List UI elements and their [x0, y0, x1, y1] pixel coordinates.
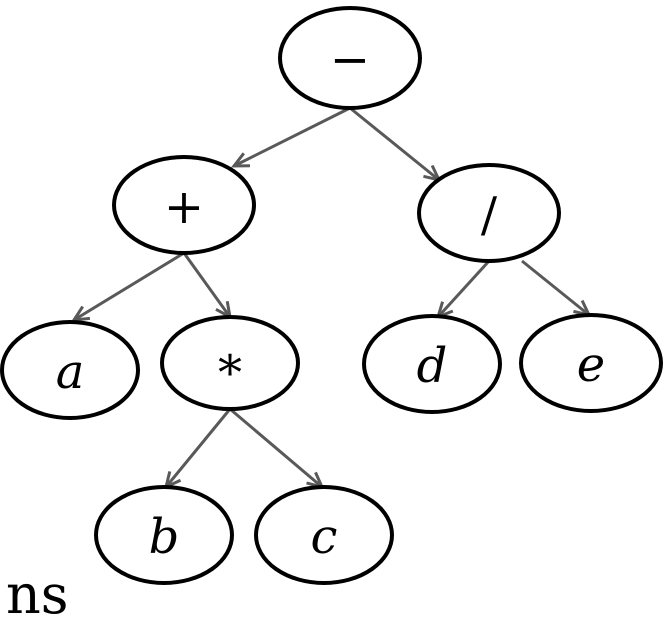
node-ellipse	[417, 163, 561, 263]
edge-minus-plus	[230, 106, 351, 168]
tree-node-c: c	[254, 485, 394, 585]
nodes-layer: − + / a * d e b c	[0, 6, 663, 585]
edge-line	[233, 106, 351, 168]
node-ellipse	[112, 155, 256, 255]
tree-node-times: *	[160, 315, 300, 411]
node-label: −	[330, 32, 370, 88]
clipped-bottom-text: ns	[6, 563, 69, 626]
edge-line	[436, 259, 491, 319]
arrowhead-icon	[71, 305, 91, 322]
edge-line	[349, 106, 440, 182]
edge-divide-d	[435, 259, 491, 320]
arrowhead-icon	[230, 152, 251, 168]
tree-node-d: d	[362, 314, 502, 414]
edge-minus-divide	[349, 106, 442, 183]
tree-node-divide: /	[417, 163, 561, 263]
tree-node-b: b	[94, 485, 234, 585]
edge-line	[521, 259, 590, 317]
tree-node-e: e	[519, 313, 663, 413]
node-label: +	[164, 179, 204, 235]
tree-node-minus: −	[278, 6, 422, 110]
edge-plus-times	[182, 252, 233, 320]
edge-line	[164, 408, 232, 488]
edge-times-c	[229, 407, 325, 490]
node-ellipse	[160, 315, 300, 411]
node-label: e	[577, 337, 605, 393]
edge-line	[182, 252, 232, 318]
node-ellipse	[0, 320, 140, 420]
edge-times-b	[163, 408, 232, 490]
node-ellipse	[362, 314, 502, 414]
node-ellipse	[94, 485, 234, 585]
tree-node-a: a	[0, 320, 140, 420]
node-ellipse	[278, 6, 422, 110]
expression-tree-diagram: − + / a * d e b c	[0, 6, 663, 585]
edge-line	[229, 407, 323, 489]
node-ellipse	[254, 485, 394, 585]
edge-plus-a	[71, 251, 185, 322]
node-label: d	[417, 338, 448, 394]
node-label: *	[218, 345, 242, 401]
tree-node-plus: +	[112, 155, 256, 255]
node-label: /	[481, 187, 498, 243]
edge-line	[73, 251, 185, 322]
edge-divide-e	[521, 259, 592, 318]
node-label: c	[311, 509, 338, 565]
node-label: a	[56, 344, 85, 400]
node-ellipse	[519, 313, 663, 413]
node-label: b	[149, 509, 180, 565]
